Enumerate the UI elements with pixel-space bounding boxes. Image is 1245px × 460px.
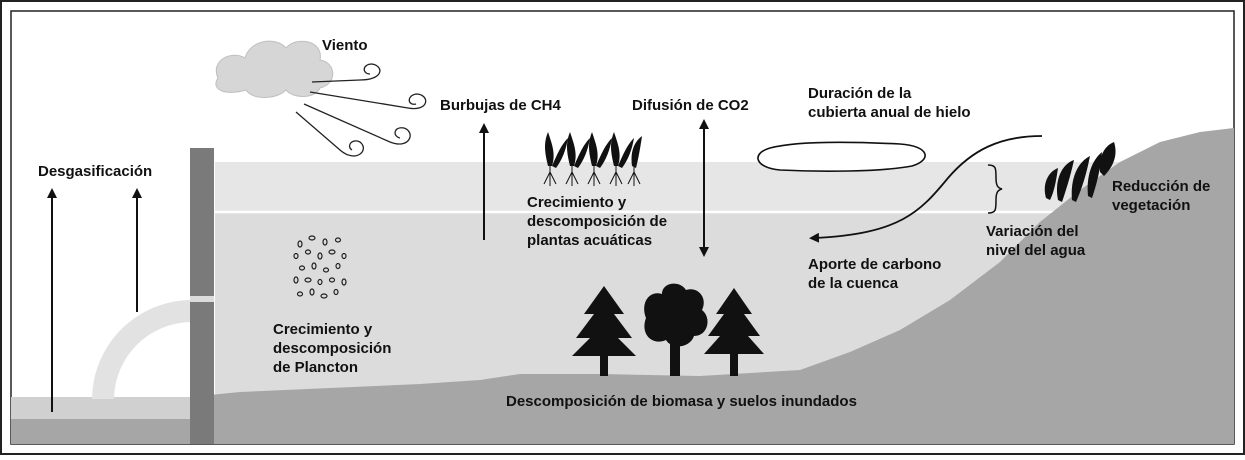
vegetation-reduction-label: Reducción de vegetación [1112,178,1211,214]
degassing-label: Desgasificación [38,163,153,180]
wind-icon [295,63,427,157]
water-level-brace [987,164,1003,214]
conifer-tree-right [704,288,764,376]
tree-icons [572,283,764,376]
ch4-bubbles-label: Burbujas de CH4 [440,97,561,114]
co2-diffusion-label: Difusión de CO2 [632,97,749,114]
vegetation-icon [1044,142,1116,202]
ice-cover-label: Duración de la cubierta anual de hielo [808,85,971,121]
ground [11,128,1234,444]
cloud-icon [215,40,334,98]
plankton-icon [293,235,347,299]
water-level-label: Variación del nivel del agua [986,223,1086,259]
wind-label: Viento [322,37,368,54]
flooded-biomass-label: Descomposición de biomasa y suelos inund… [506,393,857,410]
outflow-arch [92,300,192,399]
aquatic-plants-icon [543,132,642,186]
broadleaf-tree [644,283,708,376]
conifer-tree-left [572,286,636,376]
dam-gap [190,296,214,302]
carbon-input-label: Aporte de carbono de la cuenca [808,256,942,292]
aquatic-plants-label: Crecimiento y descomposición de plantas … [527,194,668,249]
carbon-input-arrow [809,135,1043,243]
downstream-water [11,397,191,419]
ice-cover-icon [757,141,926,172]
plankton-label: Crecimiento y descomposición de Plancton [273,321,392,376]
